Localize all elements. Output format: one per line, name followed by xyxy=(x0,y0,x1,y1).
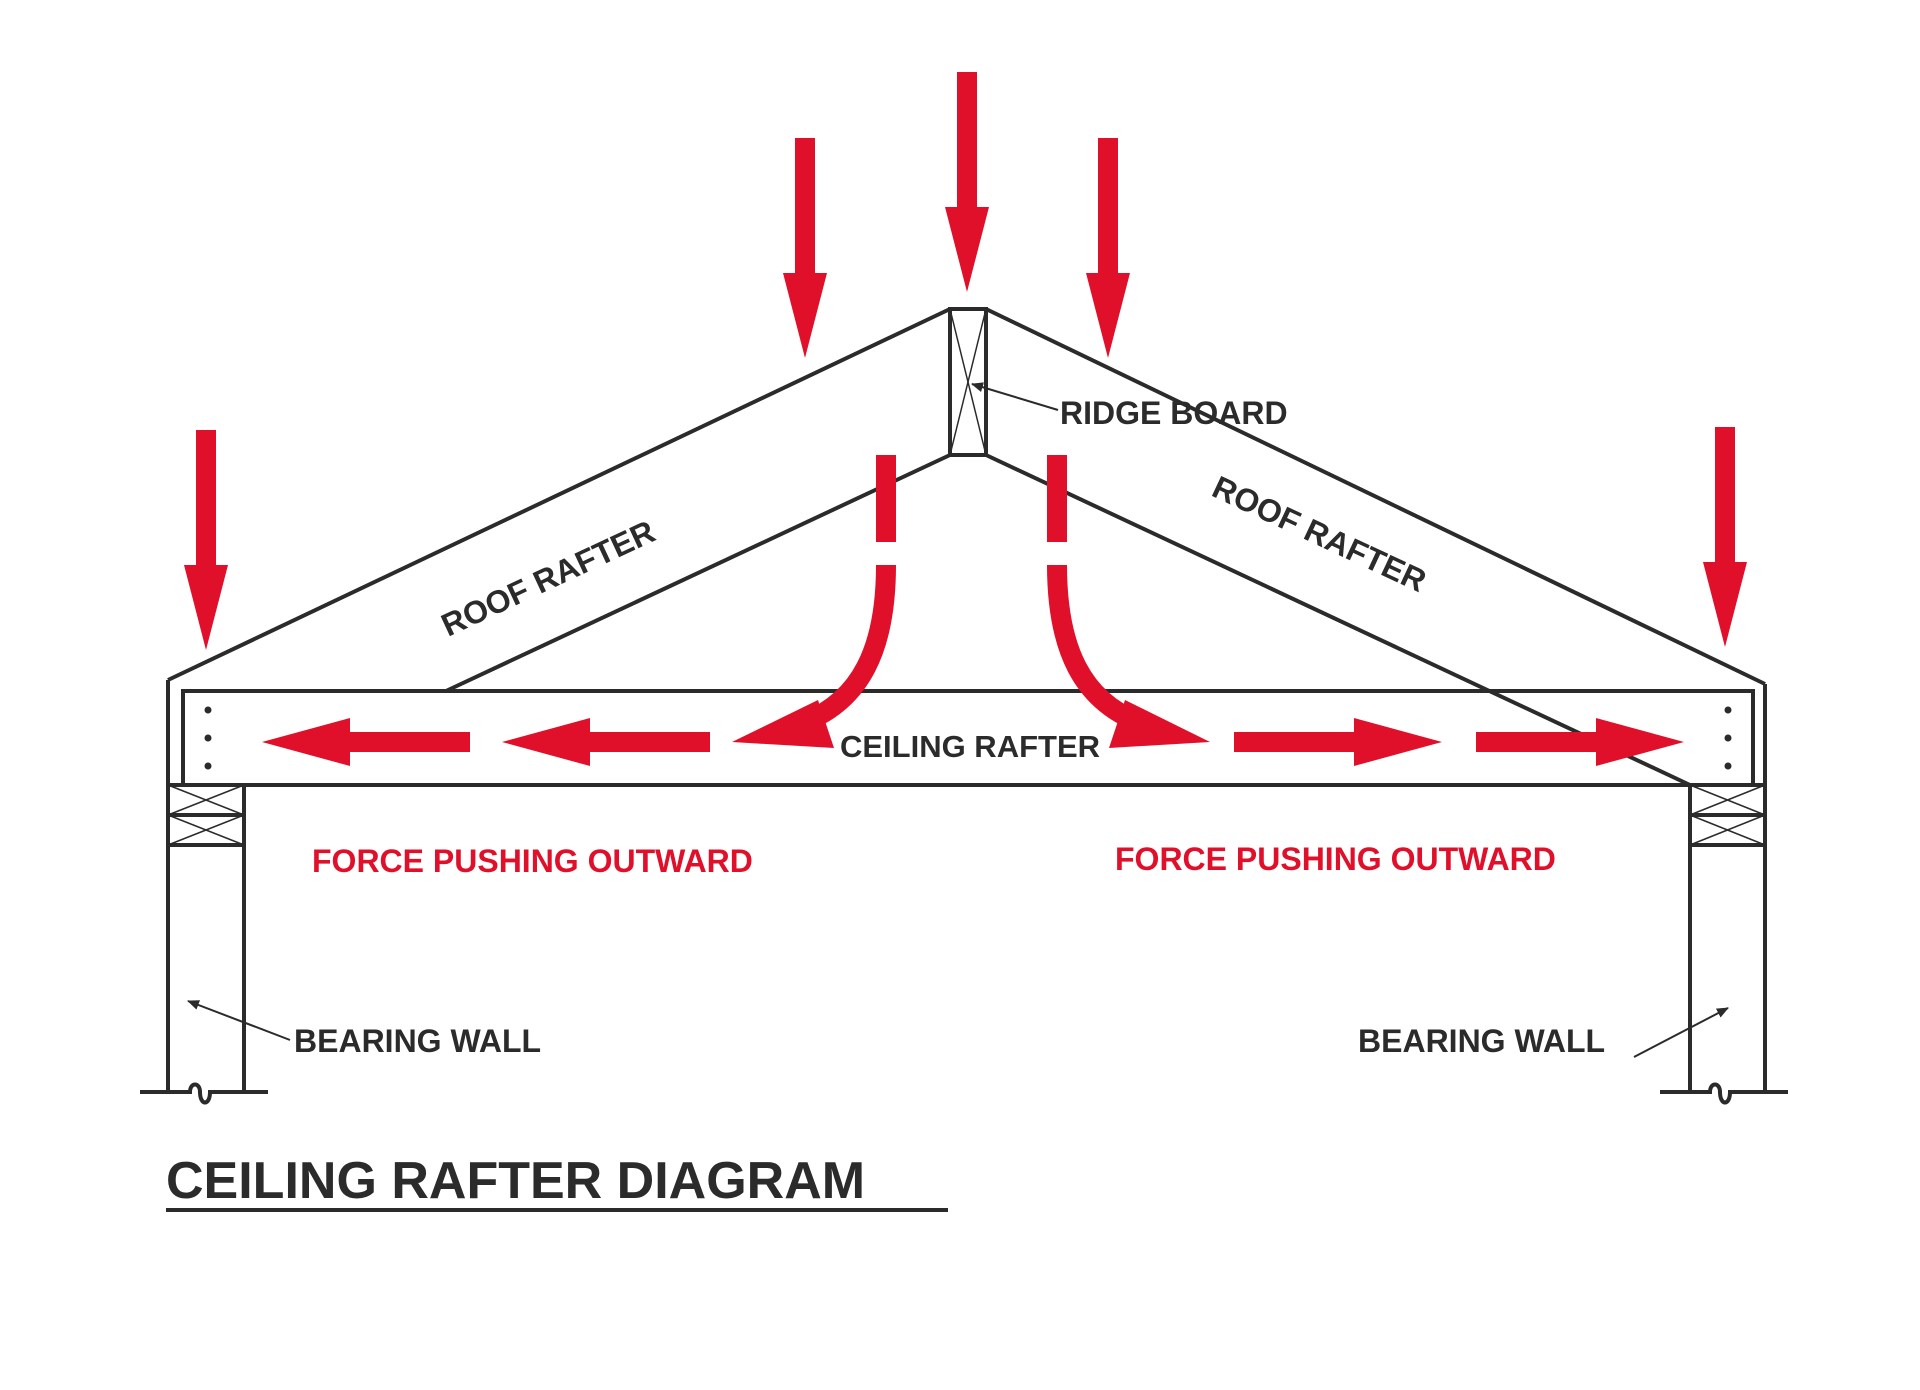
roof-rafter-left-label: ROOF RAFTER xyxy=(436,513,661,643)
arrow-right-icon xyxy=(1234,718,1442,766)
nail-dots xyxy=(204,706,1732,770)
bearing-wall-right-leader xyxy=(1633,1007,1729,1058)
bearing-wall-right-label: BEARING WALL xyxy=(1358,1023,1605,1059)
ceiling-rafter-label: CEILING RAFTER xyxy=(840,729,1100,764)
ridge-board-label: RIDGE BOARD xyxy=(1060,395,1288,431)
outward-arrows-right xyxy=(1234,718,1684,766)
outward-arrows-left xyxy=(262,718,710,766)
ceiling-rafter xyxy=(168,689,1765,787)
nail-dot xyxy=(1724,734,1732,742)
load-arrow-down-icon xyxy=(1703,427,1747,647)
load-arrow-down-icon xyxy=(783,138,827,358)
nail-dot xyxy=(204,706,212,714)
diagram-title: CEILING RAFTER DIAGRAM xyxy=(166,1152,865,1210)
nail-dot xyxy=(204,762,212,770)
load-arrow-down-icon xyxy=(1086,138,1130,358)
roof-rafter-right xyxy=(985,307,1767,787)
roof-rafter-right-label: ROOF RAFTER xyxy=(1207,469,1432,599)
force-right-label: FORCE PUSHING OUTWARD xyxy=(1115,841,1556,877)
roof-rafter-left xyxy=(166,307,951,785)
load-arrow-down-icon xyxy=(184,430,228,650)
load-arrow-down-icon xyxy=(945,72,989,292)
ridge-board xyxy=(948,307,988,457)
nail-dot xyxy=(204,734,212,742)
ridge-board-leader xyxy=(971,382,1059,411)
bearing-wall-right xyxy=(1660,783,1788,1105)
force-left-label: FORCE PUSHING OUTWARD xyxy=(312,843,753,879)
bearing-wall-left-label: BEARING WALL xyxy=(294,1023,541,1059)
arrow-left-icon xyxy=(262,718,470,766)
nail-dot xyxy=(1724,706,1732,714)
thrust-curve-left-arrow xyxy=(732,455,896,748)
bearing-wall-left xyxy=(140,783,268,1105)
bearing-wall-left-leader xyxy=(187,1000,291,1041)
thrust-curve-right-arrow xyxy=(1047,455,1210,748)
nail-dot xyxy=(1724,762,1732,770)
roof-load-arrows xyxy=(184,72,1747,650)
arrow-left-icon xyxy=(502,718,710,766)
arrow-right-icon xyxy=(1476,718,1684,766)
